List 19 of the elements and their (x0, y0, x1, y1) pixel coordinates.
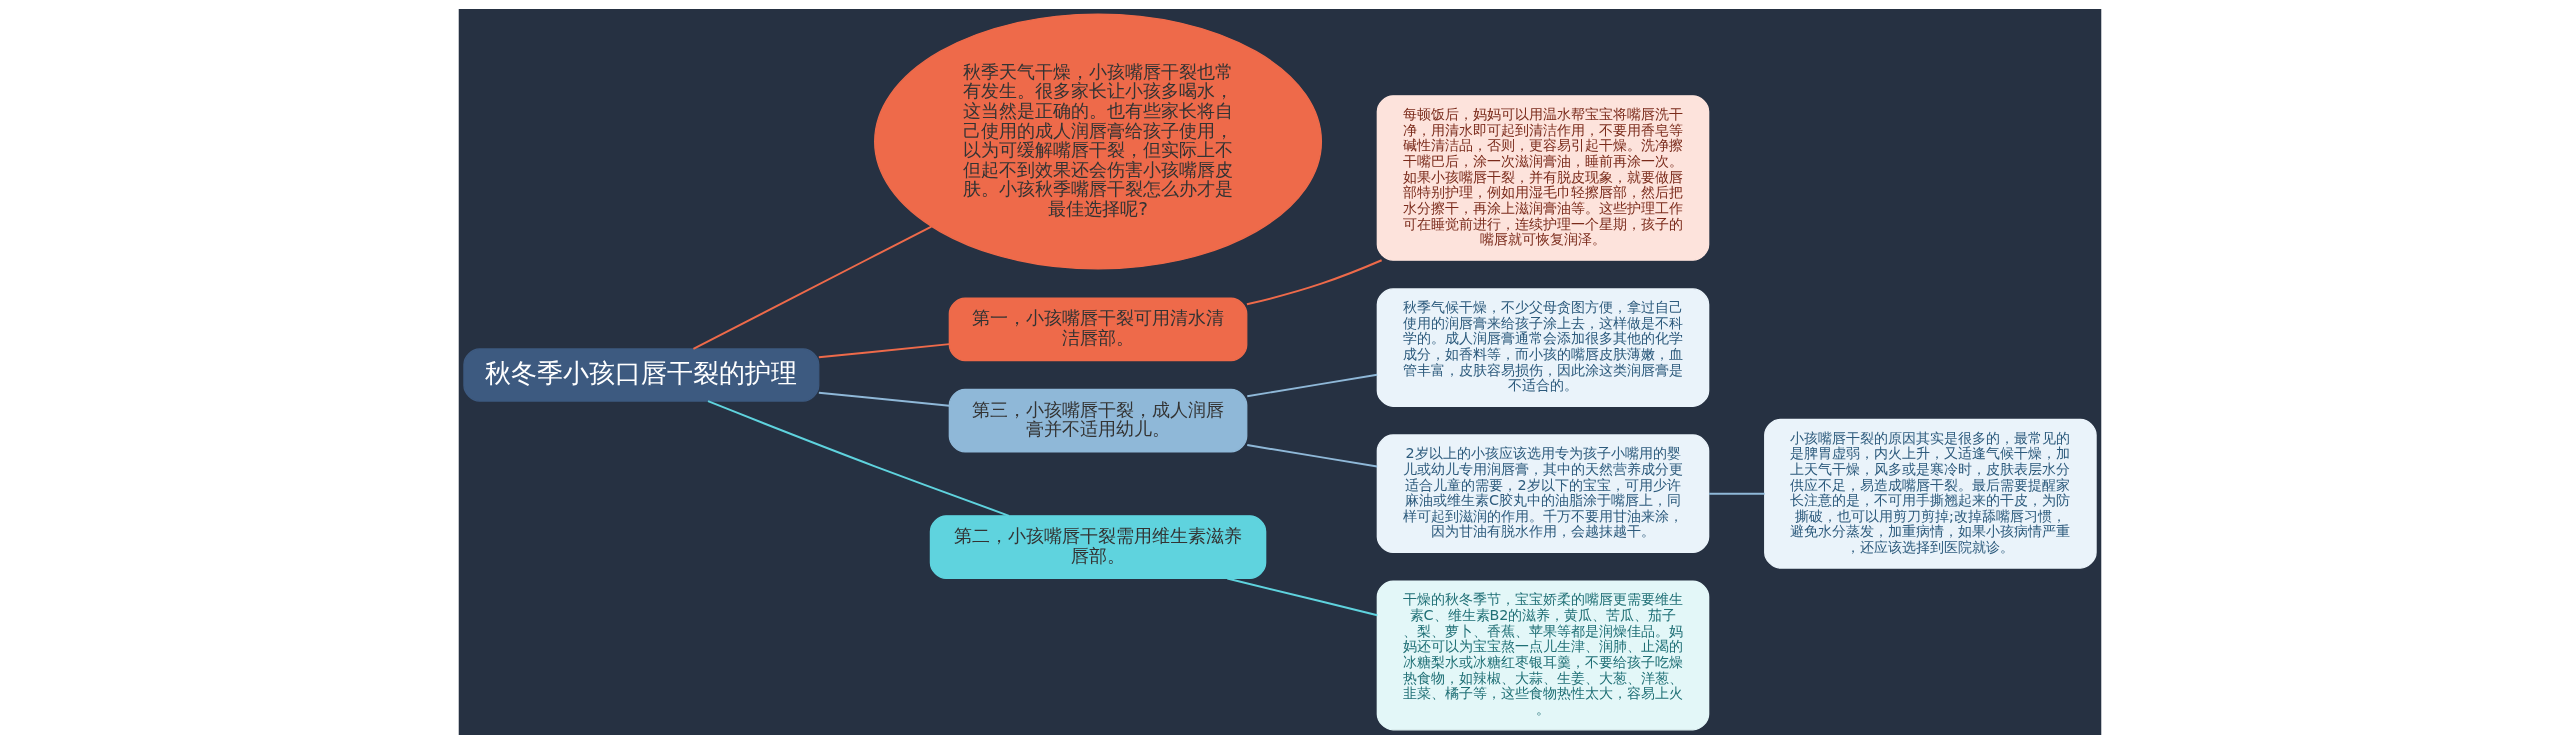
node-box: 秋季气候干燥，不少父母贪图方便，拿过自己使用的润唇膏来给孩子涂上去，这样做是不科学的。成人润唇膏通常会添加很多其他的化学成分，如香料等，而小孩的嘴唇皮肤薄嫩，血管丰富，皮肤容易损伤，因此涂这类润唇膏是不适合的。 (1376, 287, 1710, 407)
node-box: 每顿饭后，妈妈可以用温水帮宝宝将嘴唇洗干净，用清水即可起到清洁作用，不要用香皂等碱性清洁品，否则，更容易引起干燥。洗净擦干嘴巴后，涂一次滋润膏油，睡前再涂一次。如果小孩嘴唇干裂，并有脱皮现象，就要做唇部特别护理，例如用湿毛巾轻擦唇部，然后把水分擦干，再涂上滋润膏油等。这些护理工作可在睡觉前进行，连续护理一个星期，孩子的嘴唇就可恢复润泽。 (1376, 94, 1710, 261)
connector (1246, 443, 1379, 467)
connector (1708, 492, 1766, 495)
connector (692, 225, 933, 350)
connector (817, 391, 951, 407)
connector (1245, 258, 1383, 305)
connector (707, 399, 1011, 517)
node-box: 秋冬季小孩口唇干裂的护理 (463, 347, 820, 402)
connector (1246, 373, 1379, 397)
node-box: 第二，小孩嘴唇干裂需用维生素滋养唇部。 (929, 514, 1267, 579)
connector (817, 342, 951, 358)
node-box: 小孩嘴唇干裂的原因其实是很多的，最常见的是脾胃虚弱，内火上升，又适逢气候干燥，加上天气干燥，风多或是寒冷时，皮肤表层水分供应不足，易造成嘴唇干裂。最后需要提醒家长注意的是，不可用手撕翘起来的干皮，为防撕破，也可以用剪刀剪掉;改掉舔嘴唇习惯，避免水分蒸发，加重病情，如果小孩病情严重，还应该选择到医院就诊。 (1764, 418, 2097, 569)
node-box: 第一，小孩嘴唇干裂可用清水清洁唇部。 (948, 296, 1248, 361)
node-box: 干燥的秋冬季节，宝宝娇柔的嘴唇更需要维生素C、维生素B2的滋养，黄瓜、苦瓜、茄子、梨、萝卜、香蕉、苹果等都是润燥佳品。妈妈还可以为宝宝熬一点儿生津、润肺、止渴的冰糖梨水或冰糖红枣银耳羹，不要给孩子吃燥热食物，如辣椒、大蒜、生姜、大葱、洋葱、韭菜、橘子等，这些食物热性太大，容易上火。 (1376, 579, 1710, 730)
node-box: 第三，小孩嘴唇干裂，成人润唇膏并不适用幼儿。 (948, 388, 1248, 453)
node-ellipse: 秋季天气干燥，小孩嘴唇干裂也常有发生。很多家长让小孩多喝水，这当然是正确的。也有些家长将自己使用的成人润唇膏给孩子使用，以为可缓解嘴唇干裂，但实际上不但起不到效果还会伤害小孩嘴唇皮肤。小孩秋季嘴唇干裂怎么办才是最佳选择呢? (874, 12, 1323, 270)
connector (1226, 577, 1379, 616)
node-box: 2岁以上的小孩应该选用专为孩子小嘴用的婴儿或幼儿专用润唇膏，其中的天然营养成分更适合儿童的需要，2岁以下的宝宝，可用少许麻油或维生素C胶丸中的油脂涂于嘴唇上，同样可起到滋润的作用。千万不要用甘油来涂，因为甘油有脱水作用，会越抹越干。 (1376, 433, 1710, 553)
